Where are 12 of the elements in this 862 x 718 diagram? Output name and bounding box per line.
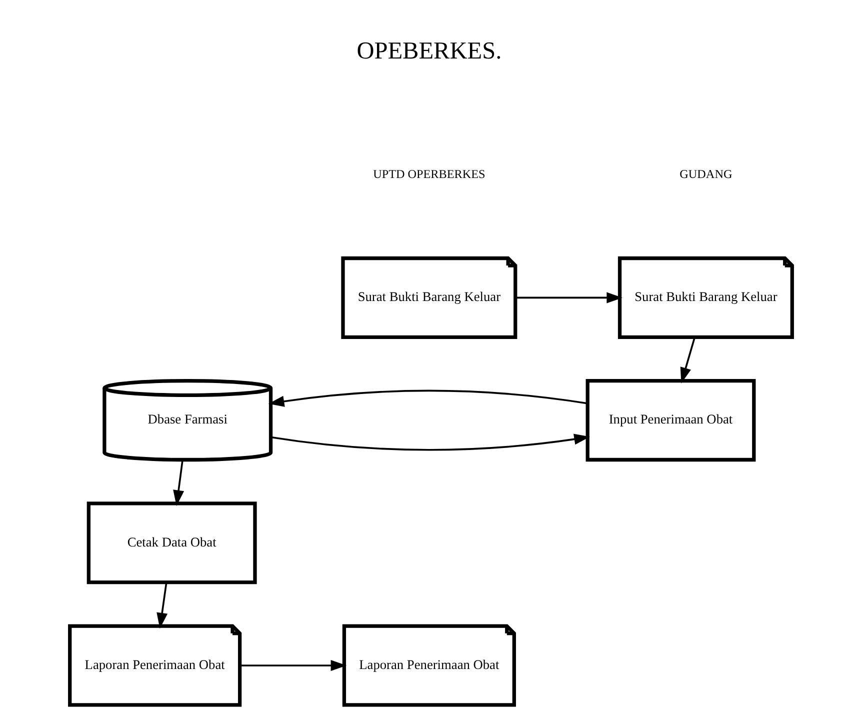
label: OPEBERKES. xyxy=(356,38,502,65)
arrow xyxy=(156,582,168,629)
label: GUDANG xyxy=(680,167,732,182)
arrow xyxy=(680,337,696,384)
arrow xyxy=(268,390,588,407)
arrow xyxy=(173,460,184,506)
node-box: Cetak Data Obat xyxy=(86,502,257,584)
arrow xyxy=(516,292,622,304)
arrow xyxy=(270,434,590,451)
label: UPTD OPERBERKES xyxy=(373,167,486,182)
node-box: Input Penerimaan Obat xyxy=(586,379,756,462)
arrow xyxy=(240,660,347,672)
